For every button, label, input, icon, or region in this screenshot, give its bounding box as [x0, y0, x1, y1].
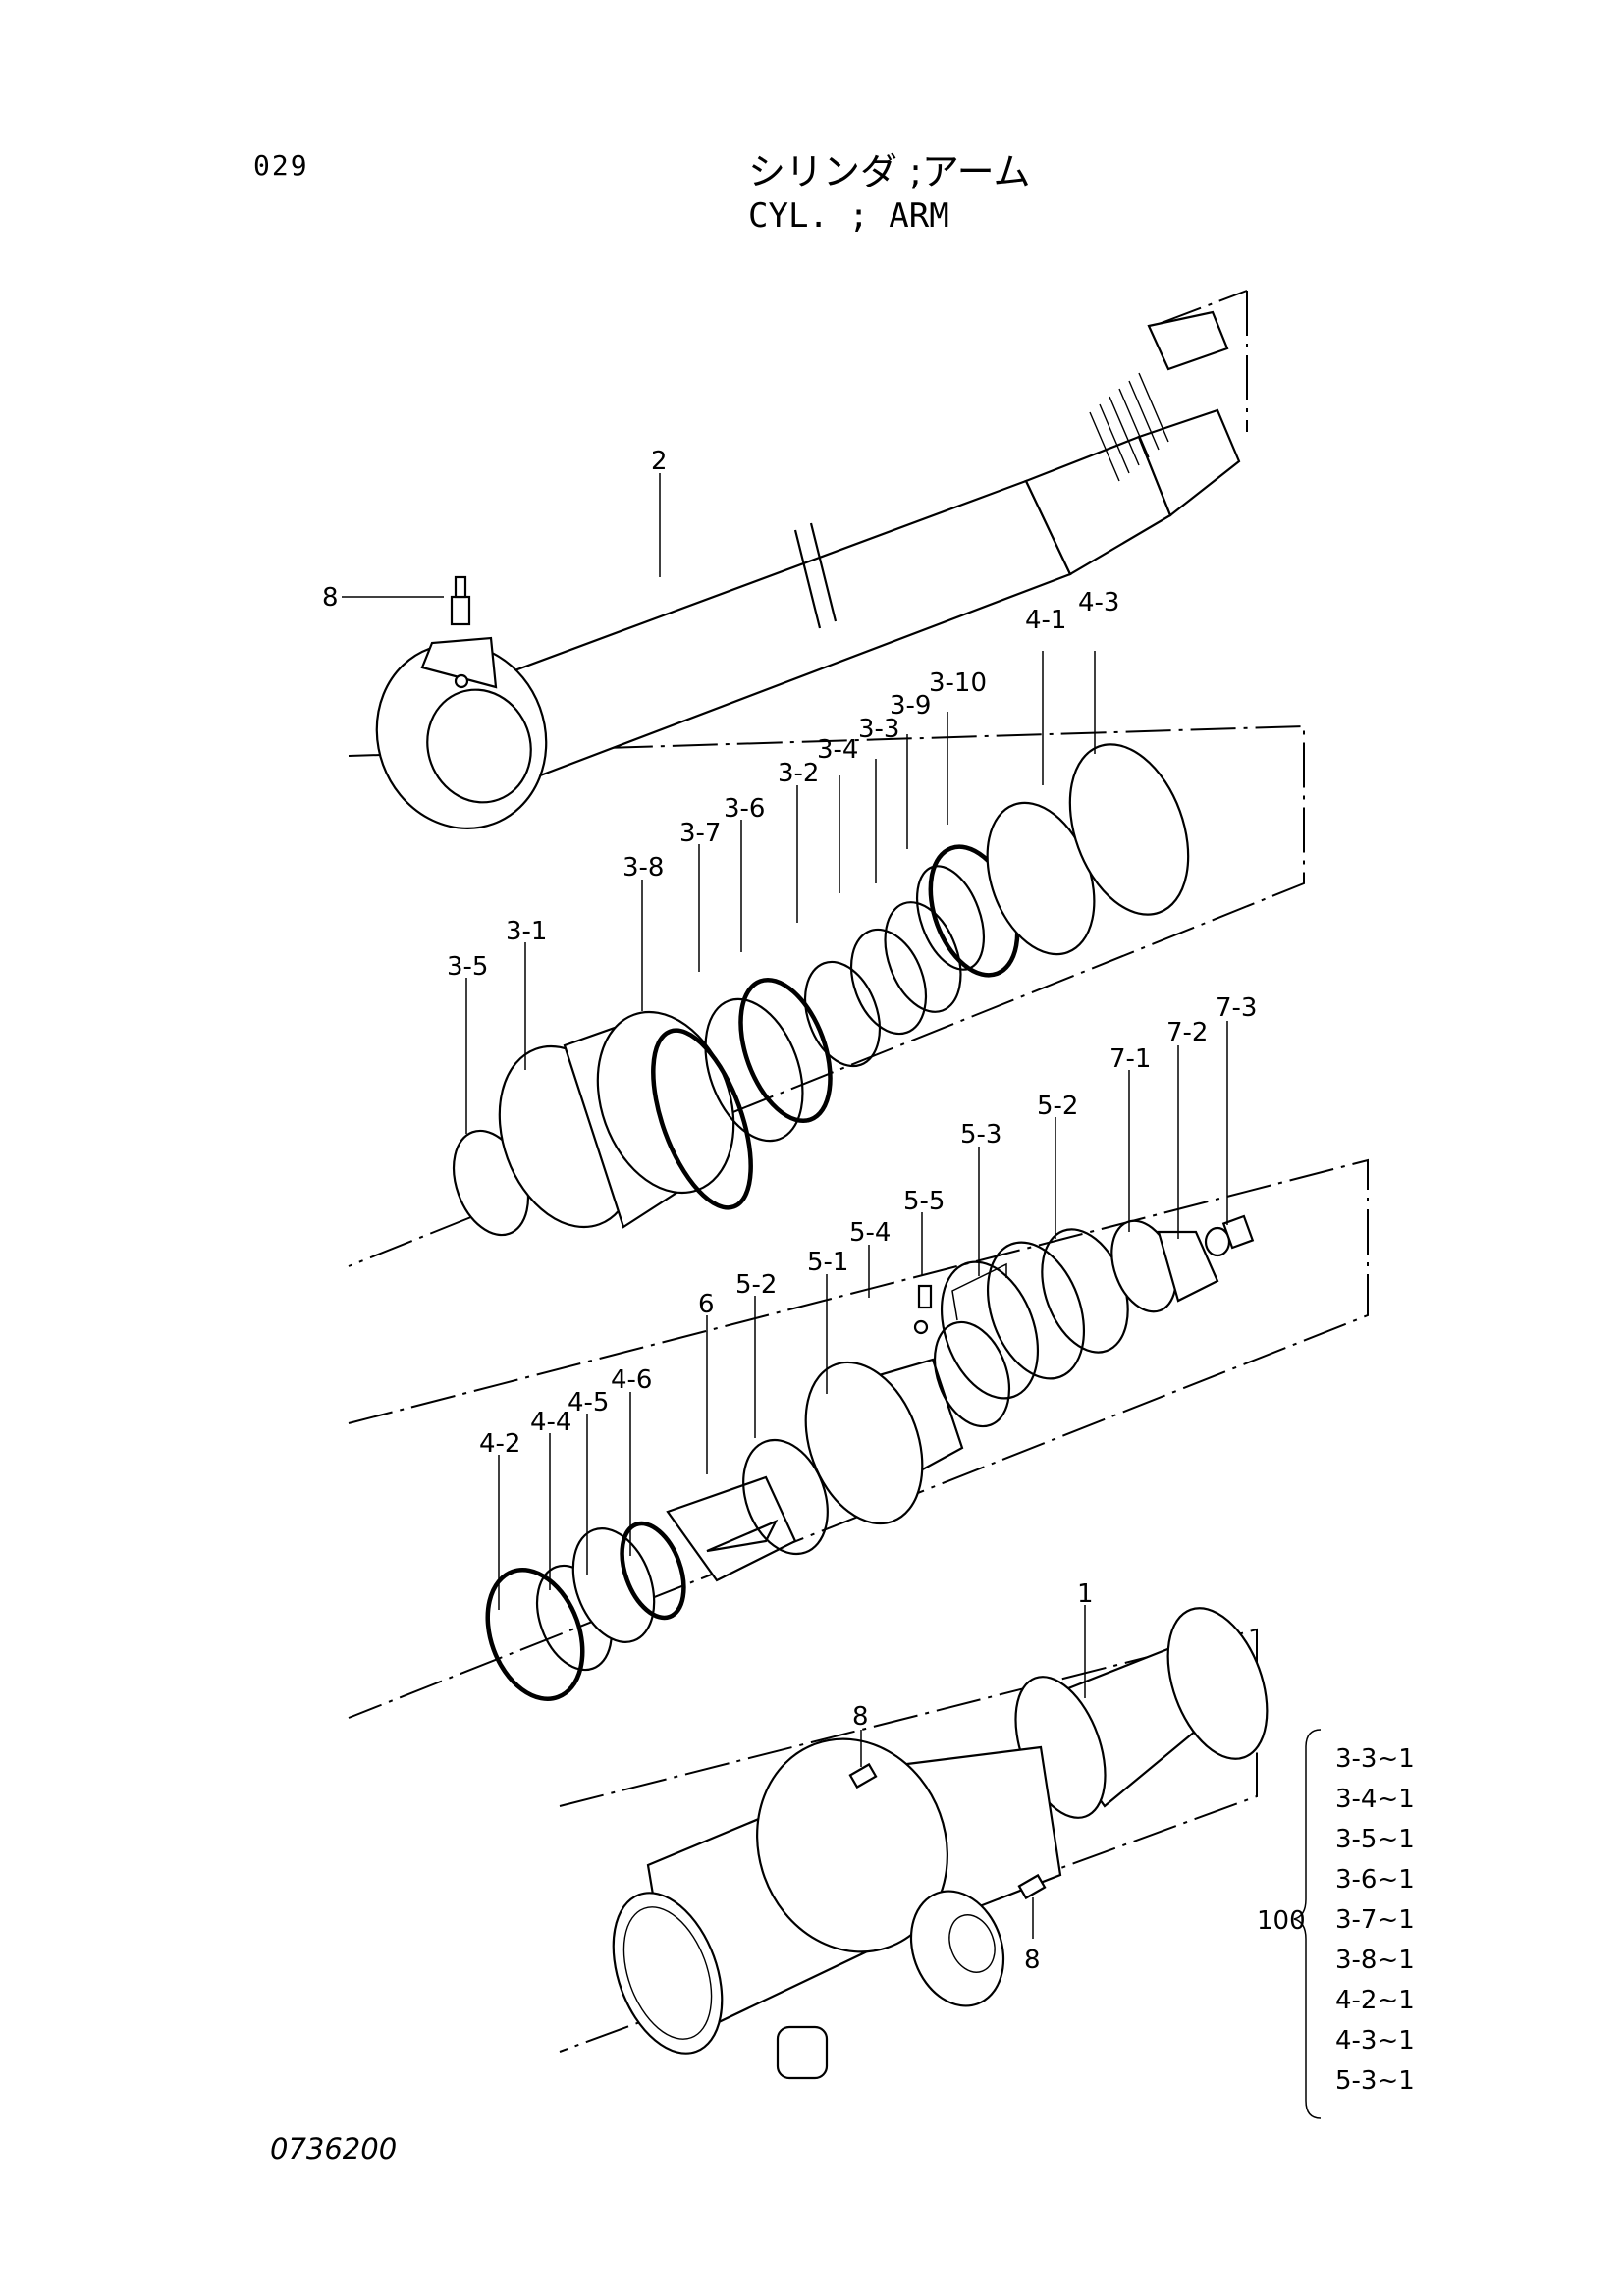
kit-item: 5-3~1 — [1335, 2066, 1415, 2096]
callout: 8 — [322, 583, 339, 613]
kit-item: 4-2~1 — [1335, 1986, 1415, 2015]
callout: 2 — [651, 447, 668, 476]
callout: 3-8 — [622, 853, 664, 882]
callout: 3-4 — [817, 735, 858, 765]
callout: 5-2 — [1037, 1092, 1078, 1121]
callout: 3-9 — [890, 691, 931, 721]
callout: 5-2 — [735, 1270, 777, 1300]
callout: 5-5 — [903, 1187, 945, 1216]
page-code: 029 — [253, 149, 309, 182]
callout: 4-4 — [530, 1408, 571, 1437]
callout: 7-1 — [1109, 1044, 1151, 1074]
callout: 5-4 — [849, 1218, 891, 1248]
frame-rod-top — [1158, 290, 1248, 325]
callout: 3-3 — [858, 715, 899, 744]
callout: 8 — [1024, 1946, 1041, 1975]
kit-item: 3-7~1 — [1335, 1905, 1415, 1935]
callout: 3-5 — [447, 952, 488, 982]
callout: 5-3 — [960, 1120, 1001, 1149]
title-japanese: シリンダ ;アーム — [748, 150, 1031, 193]
kit-item: 3-6~1 — [1335, 1865, 1415, 1895]
kit-item: 3-4~1 — [1335, 1785, 1415, 1814]
callout: 4-3 — [1078, 588, 1119, 617]
callout: 3-6 — [724, 794, 765, 824]
part-4-5-6-7-piston — [485, 1214, 1255, 1701]
frame-piston-rod-seals — [348, 724, 1305, 1267]
callout: 4-1 — [1025, 606, 1066, 635]
callout: 7-2 — [1166, 1018, 1208, 1047]
title-english: CYL. ; ARM — [748, 196, 949, 236]
callout: 3-10 — [929, 668, 987, 698]
part-1-cylinder-tube — [612, 1607, 1269, 2080]
callout: 1 — [1077, 1579, 1094, 1609]
part-2-piston-rod — [375, 310, 1241, 829]
kit-item: 3-3~1 — [1335, 1744, 1415, 1774]
callout: 8 — [852, 1702, 869, 1732]
kit-item: 3-8~1 — [1335, 1946, 1415, 1975]
callout: 4-2 — [479, 1429, 520, 1459]
part-3-cylinder-head — [453, 743, 1190, 1237]
callout: 5-1 — [807, 1248, 848, 1277]
callout: 3-7 — [679, 819, 721, 848]
leader-lines — [342, 473, 1228, 1939]
callout: 6 — [698, 1290, 715, 1319]
callout: 3-1 — [506, 917, 547, 946]
callout: 7-3 — [1216, 993, 1257, 1023]
kit-100-list: 100 3-3~1 3-4~1 3-5~1 3-6~1 3-7~1 3-8~1 … — [1257, 1729, 1415, 2119]
callout: 4-6 — [611, 1365, 652, 1395]
document-number: 0736200 — [270, 2132, 398, 2165]
kit-item: 4-3~1 — [1335, 2026, 1415, 2056]
callout: 3-2 — [778, 759, 819, 788]
callout-labels: 2 8 4-1 4-3 3-10 3-9 3-3 3-4 3-2 3-6 3-7… — [322, 447, 1257, 1975]
callout: 4-5 — [568, 1388, 609, 1417]
kit-item: 3-5~1 — [1335, 1825, 1415, 1854]
